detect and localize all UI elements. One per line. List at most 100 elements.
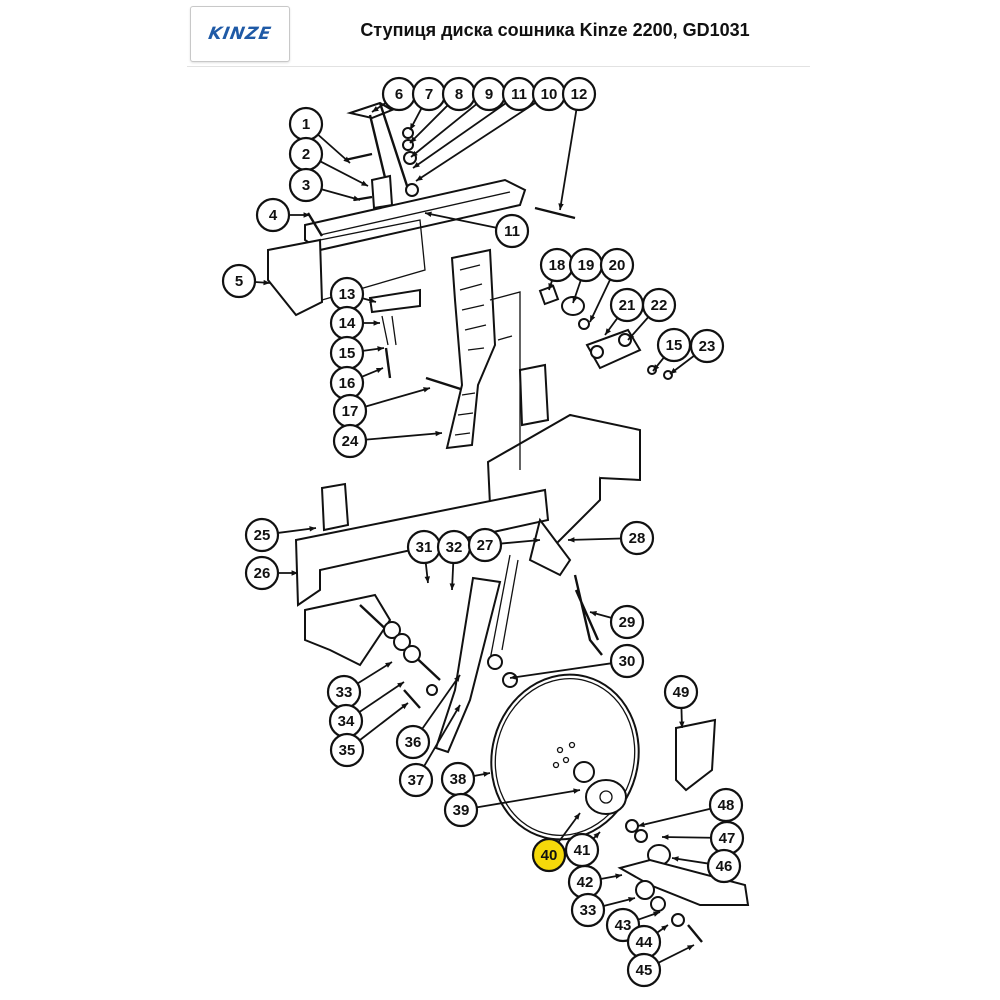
- callout-circle: [494, 213, 530, 249]
- callout-number: 49: [673, 684, 690, 701]
- callout-25: 25: [244, 517, 280, 553]
- callout-arrowhead: [605, 328, 612, 335]
- callout-46: 46: [706, 848, 742, 884]
- callout-circle: [467, 527, 503, 563]
- callout-22: 22: [641, 287, 677, 323]
- callout-arrowhead: [369, 297, 376, 303]
- callout-arrowhead: [590, 315, 596, 322]
- callout-arrowhead: [449, 583, 456, 590]
- disc-hub-bearing: [573, 761, 595, 783]
- callout-leader-9: [410, 103, 478, 158]
- callout-arrowhead: [628, 896, 635, 903]
- callout-arrowhead: [291, 570, 298, 576]
- callout-leader-17: [365, 387, 431, 408]
- callout-39: 39: [443, 792, 479, 828]
- callout-circle: [531, 837, 567, 873]
- callout-36: 36: [395, 724, 431, 760]
- callout-circle: [398, 762, 434, 798]
- callout-41: 41: [564, 832, 600, 868]
- callout-3: 3: [288, 167, 324, 203]
- callout-33: 33: [570, 892, 606, 928]
- callout-circle: [288, 167, 324, 203]
- callout-17: 17: [332, 393, 368, 429]
- callout-arrowhead: [373, 320, 380, 326]
- callout-leader-37: [423, 704, 461, 767]
- callout-arrowhead: [573, 813, 580, 820]
- callout-19: 19: [568, 247, 604, 283]
- callout-arrowhead: [361, 180, 368, 186]
- callout-number: 30: [619, 653, 636, 670]
- callout-number: 39: [453, 802, 470, 819]
- callout-arrowhead: [558, 203, 564, 210]
- callout-circle: [626, 952, 662, 988]
- callout-arrowhead: [615, 873, 622, 879]
- callout-arrowhead: [376, 367, 383, 373]
- callout-leader-30: [509, 662, 612, 679]
- callout-circle: [689, 328, 725, 364]
- callout-8: 8: [441, 76, 477, 112]
- callout-number: 7: [425, 86, 433, 103]
- callout-arrowhead: [303, 212, 310, 218]
- callout-arrowhead: [638, 821, 645, 828]
- callout-arrowhead: [670, 367, 677, 374]
- callout-leader-35: [359, 702, 409, 741]
- callout-34: 34: [328, 703, 364, 739]
- callout-number: 21: [619, 297, 636, 314]
- callout-number: 16: [339, 375, 356, 392]
- callout-arrowhead: [385, 662, 392, 668]
- callout-number: 15: [339, 345, 356, 362]
- callout-number: 37: [408, 772, 425, 789]
- callout-circle: [561, 76, 597, 112]
- callout-number: 40: [541, 847, 558, 864]
- callout-21: 21: [609, 287, 645, 323]
- callout-arrowhead: [653, 911, 660, 917]
- callout-number: 41: [574, 842, 591, 859]
- callout-number: 43: [615, 917, 632, 934]
- callout-number: 42: [577, 874, 594, 891]
- callout-arrowhead: [413, 162, 420, 168]
- callout-1: 1: [288, 106, 324, 142]
- callout-number: 32: [446, 539, 463, 556]
- callout-circle: [244, 555, 280, 591]
- callout-arrowhead: [661, 925, 668, 931]
- callout-arrowhead: [377, 346, 384, 352]
- callout-number: 9: [485, 86, 493, 103]
- callout-leaders: [254, 102, 712, 964]
- callout-number: 19: [578, 257, 595, 274]
- callout-10: 10: [531, 76, 567, 112]
- spring-plate: [368, 288, 421, 314]
- callout-number: 31: [416, 539, 433, 556]
- callout-number: 12: [571, 86, 588, 103]
- callout-arrowhead: [411, 150, 418, 157]
- callout-32: 32: [436, 529, 472, 565]
- callout-arrowhead: [454, 705, 460, 712]
- callout-circle: [332, 423, 368, 459]
- callout-circle: [599, 247, 635, 283]
- callout-leader-39: [476, 789, 581, 809]
- callout-arrowhead: [687, 945, 694, 951]
- scraper-bracket: [675, 718, 717, 792]
- callout-number: 2: [302, 146, 310, 163]
- callout-11: 11: [501, 76, 537, 112]
- callout-arrowhead: [590, 611, 597, 617]
- callout-arrowhead: [410, 136, 417, 143]
- callout-arrowhead: [343, 156, 350, 163]
- callout-number: 27: [477, 537, 494, 554]
- callout-arrowhead: [410, 123, 416, 130]
- callout-leader-24: [365, 432, 443, 441]
- callout-leader-10: [415, 102, 537, 182]
- callout-5: 5: [221, 263, 257, 299]
- callout-number: 11: [511, 86, 527, 103]
- callout-31: 31: [406, 529, 442, 565]
- callout-arrowhead: [425, 211, 432, 217]
- callout-number: 15: [666, 337, 683, 354]
- callout-number: 45: [636, 962, 653, 979]
- callout-circle: [395, 724, 431, 760]
- callout-number: 46: [716, 858, 733, 875]
- callout-number: 38: [450, 771, 467, 788]
- callout-arrowhead: [568, 537, 575, 543]
- callout-48: 48: [708, 787, 744, 823]
- callout-9: 9: [471, 76, 507, 112]
- callout-number: 18: [549, 257, 566, 274]
